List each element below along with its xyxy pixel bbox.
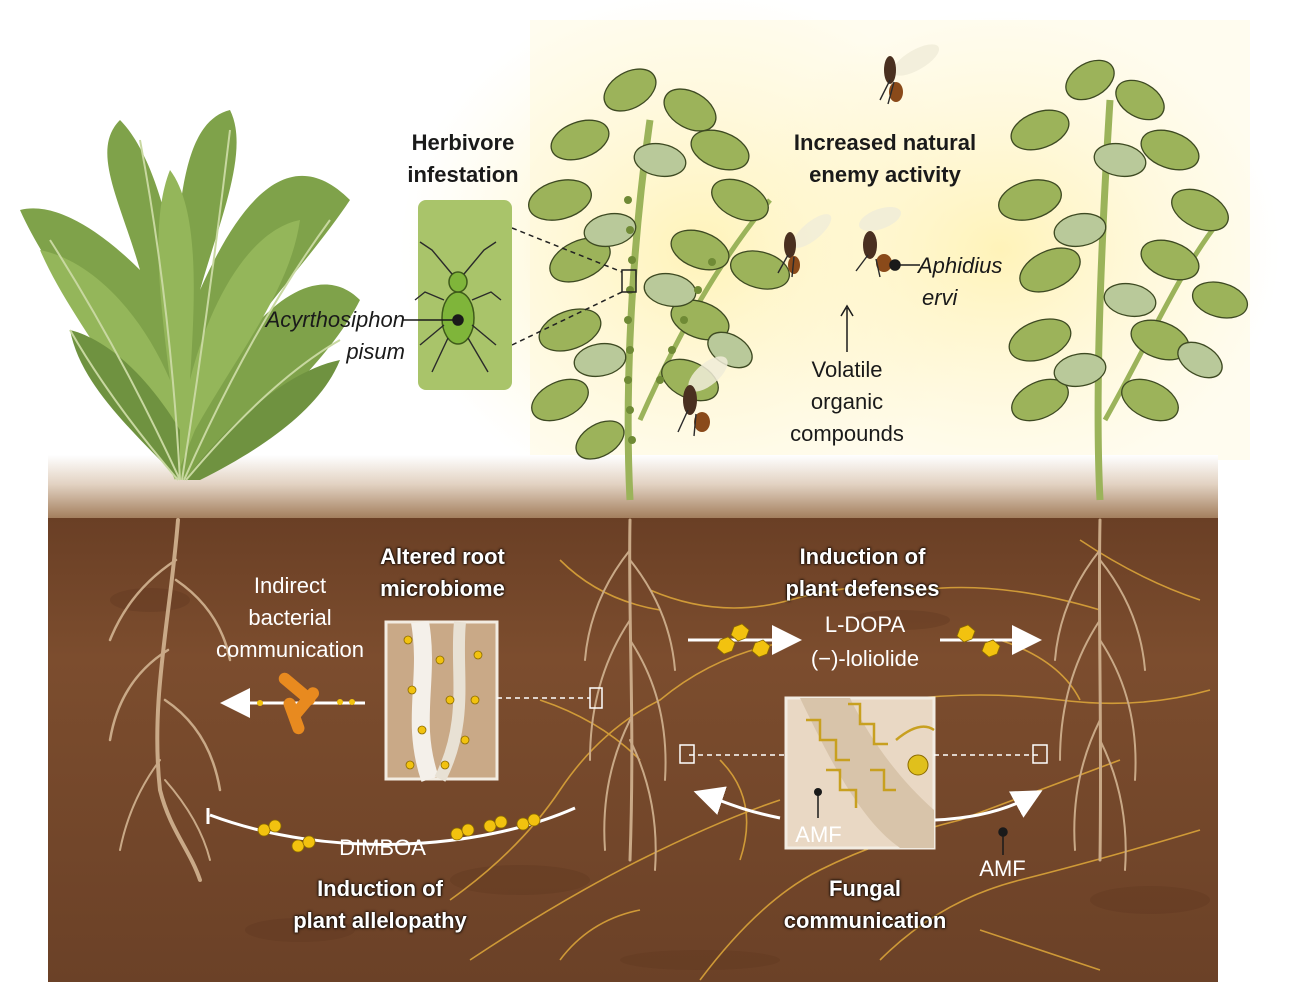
enemy-activity-label: Increased natural enemy activity: [793, 130, 977, 187]
bacteria-icon: [257, 672, 355, 735]
fungal-communication-label: Fungal communication: [783, 876, 947, 933]
ground-surface: [48, 455, 1218, 520]
wasp-icon: [677, 356, 728, 437]
pea-plant-infested: [528, 68, 790, 501]
wasp-icon: [777, 214, 832, 278]
aphid-zoom-marker: [621, 269, 637, 293]
herbivore-label: Herbivore infestation: [407, 130, 519, 187]
loliolide-label: (−)-loliolide: [810, 646, 920, 671]
ldopa-label: L-DOPA: [824, 612, 906, 637]
pea-plant-neighbor: [998, 59, 1249, 501]
leader-lines: [403, 259, 920, 352]
pea-roots: [584, 518, 676, 871]
kale-plant: [20, 110, 360, 481]
voc-label: Volatile organic compounds: [790, 357, 904, 446]
indirect-communication-label: Indirect bacterial communication: [216, 573, 364, 662]
amf-leader: [998, 827, 1008, 855]
wasp-icon: [879, 44, 940, 105]
microbiome-inset: [384, 620, 603, 782]
aphid-species-label: Acyrthosiphon pisum: [265, 307, 405, 364]
kale-roots: [108, 518, 232, 882]
amf-inset-label: AMF: [795, 822, 842, 847]
wasp-species-label: Aphidius ervi: [918, 253, 1003, 310]
allelopathy-label: Induction of plant allelopathy: [293, 876, 467, 933]
amf-label: AMF: [979, 856, 1026, 881]
amf-inset: [679, 696, 1048, 850]
dimboa-label: DIMBOA: [339, 835, 426, 860]
plant-defenses-label: Induction of plant defenses: [785, 544, 940, 601]
root-microbiome-label: Altered root microbiome: [380, 544, 505, 601]
molecule-icons: [257, 623, 1001, 853]
neighbor-roots: [1054, 518, 1146, 871]
wasp-icon: [855, 206, 901, 278]
